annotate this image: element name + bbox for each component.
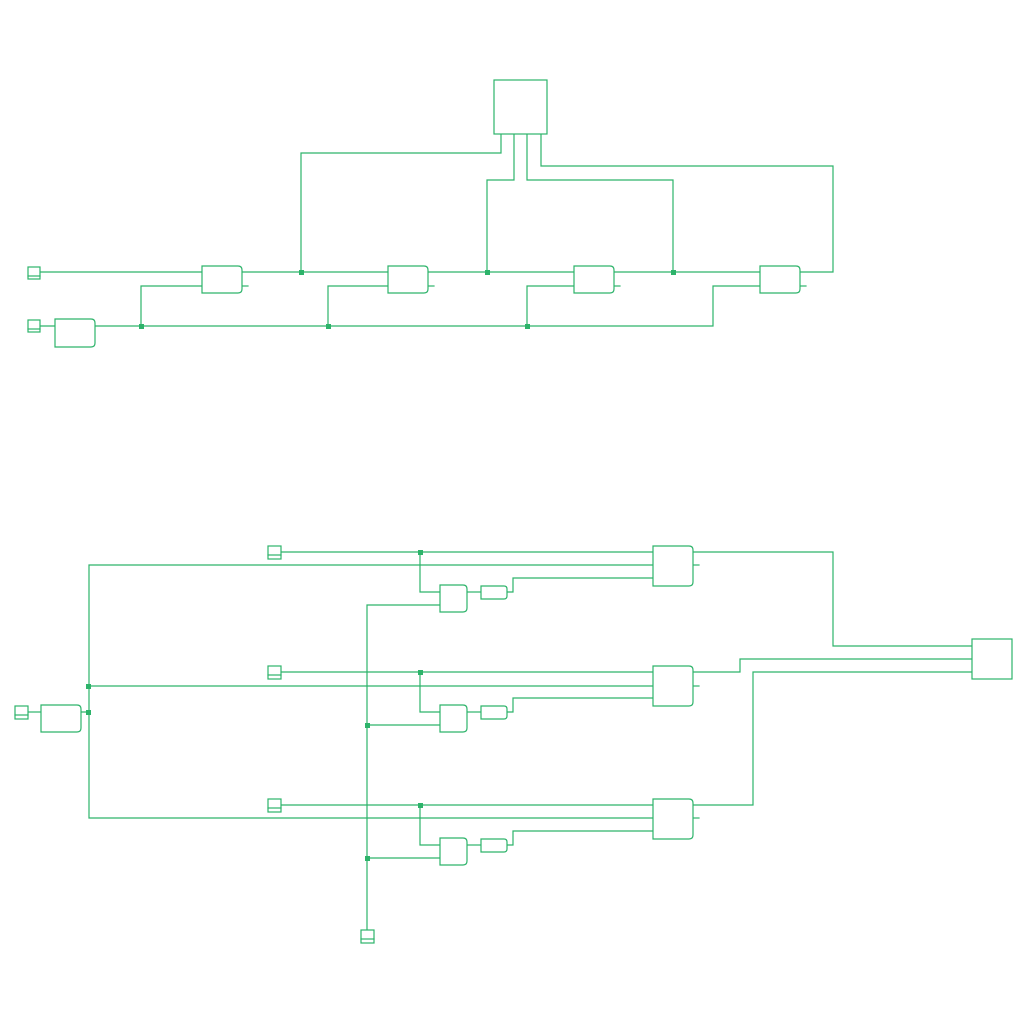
input-pin[interactable]: [14, 705, 29, 720]
output-block[interactable]: [493, 79, 548, 135]
upper-circuit: [27, 79, 834, 348]
buffer-gate[interactable]: [54, 318, 96, 348]
lower-junctions: [86, 550, 423, 861]
upper-components: [27, 79, 801, 348]
junction-dot: [418, 803, 423, 808]
flip-flop[interactable]: [759, 265, 801, 294]
junction-dot: [485, 270, 490, 275]
and-gate[interactable]: [439, 704, 468, 733]
flip-flop[interactable]: [387, 265, 429, 294]
upper-junctions: [139, 270, 676, 329]
junction-dot: [418, 550, 423, 555]
and-gate[interactable]: [439, 584, 468, 613]
and-gate[interactable]: [439, 837, 468, 866]
upper-wires: [39, 133, 834, 327]
junction-dot: [139, 324, 144, 329]
small-gate[interactable]: [480, 838, 508, 853]
junction-dot: [365, 856, 370, 861]
junction-dot: [86, 710, 91, 715]
flip-flop[interactable]: [573, 265, 615, 294]
input-pin[interactable]: [27, 266, 41, 280]
input-pin[interactable]: [360, 929, 375, 944]
lower-wires: [27, 551, 973, 931]
small-gate[interactable]: [480, 585, 508, 600]
input-pin[interactable]: [267, 545, 282, 560]
buffer-gate[interactable]: [40, 704, 82, 733]
flip-flop[interactable]: [201, 265, 243, 294]
lower-circuit: [14, 545, 1013, 944]
junction-dot: [299, 270, 304, 275]
junction-dot: [525, 324, 530, 329]
input-pin[interactable]: [27, 319, 41, 333]
junction-dot: [365, 723, 370, 728]
input-pin[interactable]: [267, 798, 282, 813]
junction-dot: [418, 670, 423, 675]
lower-components: [14, 545, 1013, 944]
latch-block[interactable]: [652, 545, 694, 587]
latch-block[interactable]: [652, 665, 694, 707]
output-block[interactable]: [971, 638, 1013, 680]
junction-dot: [326, 324, 331, 329]
junction-dot: [671, 270, 676, 275]
junction-dot: [86, 684, 91, 689]
latch-block[interactable]: [652, 798, 694, 840]
small-gate[interactable]: [480, 705, 508, 720]
input-pin[interactable]: [267, 665, 282, 680]
